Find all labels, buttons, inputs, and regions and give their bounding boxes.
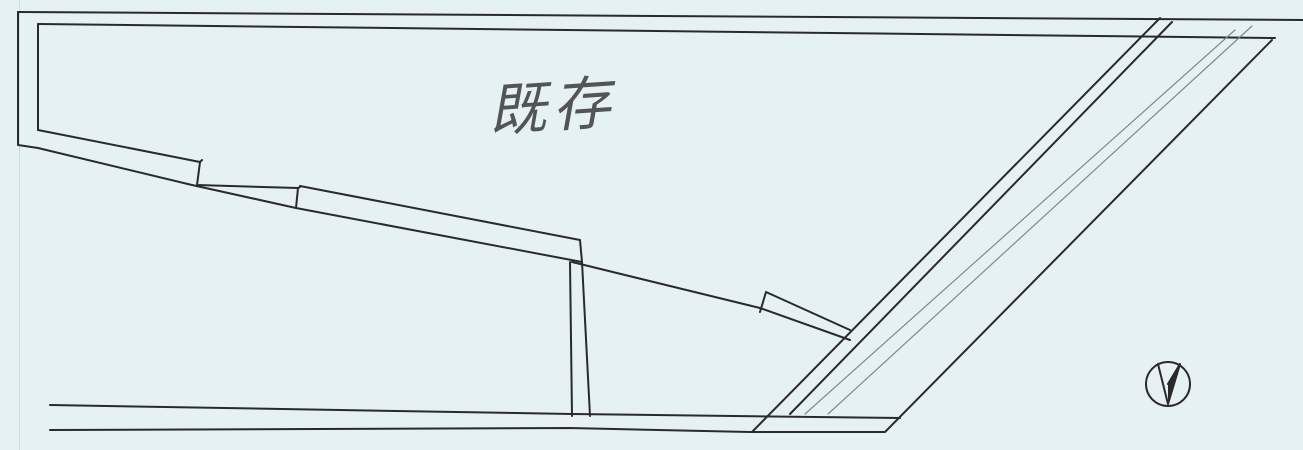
- lower-slope-step: [759, 291, 851, 331]
- diagonal-guide-2: [827, 25, 1253, 415]
- sloped-edge-step-mark: [199, 159, 301, 189]
- north-arrow-icon: [1145, 361, 1191, 407]
- diagonal-outer-right: [884, 39, 1273, 433]
- sloped-edge-outer: [37, 129, 583, 263]
- lower-slope: [571, 261, 851, 341]
- bottom-edge-bottom: [49, 427, 886, 433]
- sloped-edge-inner: [37, 147, 583, 263]
- top-edge-outer: [17, 11, 1303, 21]
- left-edge: [17, 11, 39, 149]
- vertical-post: [569, 261, 591, 417]
- bottom-edge-top: [49, 404, 901, 419]
- diagonal-inner-left: [789, 21, 1173, 415]
- diagonal-outer-left: [751, 17, 1161, 433]
- diagonal-guide-1: [804, 29, 1236, 415]
- top-edge-inner: [37, 23, 1276, 39]
- margin-rule: [19, 0, 20, 450]
- label-existing: 既存: [485, 68, 619, 145]
